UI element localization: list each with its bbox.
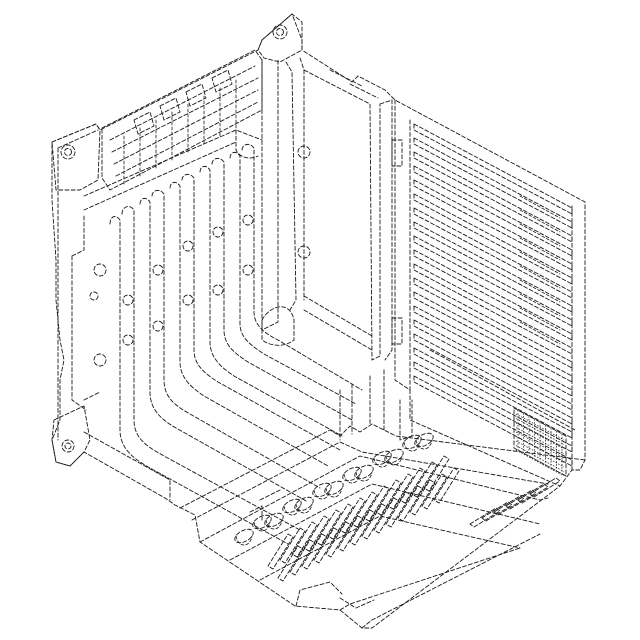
base-slot: [350, 510, 375, 545]
side-slot-array: [414, 124, 572, 466]
base-slot: [410, 480, 435, 515]
base-slot: [412, 462, 437, 497]
top-connector-block: [102, 50, 262, 190]
side-slot-inner: [520, 294, 560, 316]
base-slot: [374, 498, 399, 533]
vent-grid: [514, 408, 566, 476]
base-slot: [352, 492, 377, 527]
base-socket-cup: [236, 536, 252, 545]
side-slot-inner: [520, 252, 560, 274]
cable-channels: [110, 144, 362, 544]
side-slot-inner: [520, 196, 560, 218]
base-slot: [424, 456, 449, 491]
base-slot: [314, 528, 339, 563]
base-slot: [376, 480, 401, 515]
side-slot-inner: [520, 266, 560, 288]
base-slot: [326, 522, 351, 557]
bay-top-ledge: [72, 130, 262, 500]
base-slot-rows: [268, 456, 459, 581]
base-slot: [386, 492, 411, 527]
center-divider: [262, 58, 310, 345]
base-slot: [290, 540, 315, 575]
mounting-tab-top: [258, 14, 302, 62]
side-slot-inner: [520, 280, 560, 302]
base-slot: [268, 534, 293, 569]
base-slot: [302, 534, 327, 569]
base-slot: [400, 468, 425, 503]
base-slot: [398, 486, 423, 521]
inner-wall: [304, 70, 392, 360]
base-slot: [338, 516, 363, 551]
mounting-tab-left: [52, 124, 100, 190]
side-slot-inner: [520, 322, 560, 344]
base-slot: [388, 474, 413, 509]
base-slot: [422, 474, 447, 509]
side-slot-inner: [520, 210, 560, 232]
channel-connectors: [90, 215, 253, 366]
side-slot-inner: [520, 238, 560, 260]
side-slot-inner: [520, 224, 560, 246]
base-slot: [362, 504, 387, 539]
base-slot: [316, 510, 341, 545]
base-slot: [434, 468, 459, 503]
base-slot: [304, 516, 329, 551]
base-slot: [340, 498, 365, 533]
base-slot: [328, 504, 353, 539]
side-slot-inner: [520, 308, 560, 330]
base-slot: [364, 486, 389, 521]
base-slot: [292, 522, 317, 557]
